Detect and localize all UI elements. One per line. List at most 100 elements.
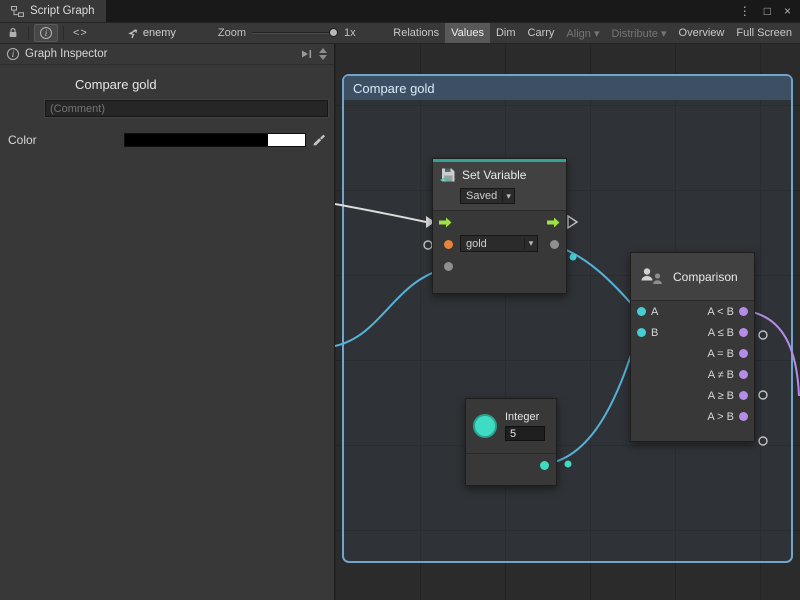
graph-name: enemy bbox=[142, 27, 176, 39]
value-input-port[interactable] bbox=[444, 262, 453, 271]
chevron-down-icon: ▾ bbox=[524, 238, 537, 249]
comparison-row: A ≠ B bbox=[631, 364, 754, 385]
tab-label: Script Graph bbox=[30, 5, 95, 17]
inspector-header-controls bbox=[300, 48, 327, 60]
toolbar-separator bbox=[63, 26, 64, 40]
window-controls: ⋮ □ × bbox=[739, 0, 800, 22]
integer-value: 5 bbox=[510, 427, 517, 440]
comparison-header[interactable]: Comparison bbox=[631, 253, 754, 301]
dock-panel-icon[interactable] bbox=[300, 49, 313, 59]
flow-arrow-icon bbox=[547, 217, 560, 228]
output-label: A = B bbox=[707, 347, 734, 360]
output-port-less-equal[interactable] bbox=[739, 328, 748, 337]
variable-name-value: gold bbox=[466, 237, 487, 250]
toggle-carry[interactable]: Carry bbox=[527, 27, 555, 39]
dropdown-distribute[interactable]: Distribute ▾ bbox=[611, 27, 667, 40]
code-view-button[interactable]: <> bbox=[73, 27, 88, 39]
integer-value-input[interactable]: 5 bbox=[505, 426, 545, 441]
info-icon: i bbox=[7, 48, 19, 60]
tab-script-graph[interactable]: Script Graph bbox=[0, 0, 106, 22]
color-alpha bbox=[268, 134, 305, 146]
variable-kind-dropdown[interactable]: Saved ▾ bbox=[460, 188, 515, 204]
zoom-slider-track bbox=[252, 32, 339, 34]
graph-title: Compare gold bbox=[75, 77, 157, 92]
node-title: Integer bbox=[505, 411, 540, 423]
flow-output-port[interactable] bbox=[547, 217, 560, 231]
flow-ports-row bbox=[433, 211, 566, 233]
eyedropper-button[interactable] bbox=[312, 133, 326, 147]
info-icon: i bbox=[40, 27, 52, 39]
spinner-up-icon[interactable] bbox=[319, 48, 327, 53]
breadcrumb-graph-asset[interactable]: enemy bbox=[119, 27, 184, 39]
comparison-icon bbox=[641, 267, 662, 284]
color-field-row: Color bbox=[0, 133, 334, 147]
output-port-equal[interactable] bbox=[739, 349, 748, 358]
toggle-dim[interactable]: Dim bbox=[495, 27, 516, 39]
comparison-row: A ≥ B bbox=[631, 385, 754, 406]
comparison-row: A > B bbox=[631, 406, 754, 427]
maximize-icon[interactable]: □ bbox=[763, 4, 771, 18]
zoom-slider[interactable] bbox=[252, 26, 339, 40]
variable-kind-value: Saved bbox=[466, 190, 498, 202]
input-port-b[interactable] bbox=[637, 328, 646, 337]
integer-output-port[interactable] bbox=[540, 461, 549, 470]
variable-name-port[interactable] bbox=[444, 240, 453, 249]
eyedropper-icon bbox=[313, 134, 325, 146]
variable-kind-row: Saved ▾ bbox=[433, 188, 566, 210]
color-swatch[interactable] bbox=[123, 133, 306, 147]
group-header[interactable]: Compare gold bbox=[344, 76, 791, 100]
save-variable-icon: <> bbox=[440, 168, 455, 183]
button-overview[interactable]: Overview bbox=[678, 27, 725, 39]
comparison-row: B A ≤ B bbox=[631, 322, 754, 343]
comparison-row: A A < B bbox=[631, 301, 754, 322]
output-port-greater[interactable] bbox=[739, 412, 748, 421]
window-menu-icon[interactable]: ⋮ bbox=[738, 4, 751, 18]
integer-output-row bbox=[466, 454, 556, 476]
toggle-relations[interactable]: Relations bbox=[393, 27, 440, 39]
output-port-not-equal[interactable] bbox=[739, 370, 748, 379]
zoom-label: Zoom bbox=[217, 27, 247, 39]
node-title: Set Variable bbox=[462, 168, 527, 182]
close-icon[interactable]: × bbox=[783, 4, 791, 18]
variable-name-dropdown[interactable]: gold ▾ bbox=[460, 235, 538, 252]
output-port-greater-equal[interactable] bbox=[739, 391, 748, 400]
node-integer[interactable]: Integer 5 bbox=[465, 398, 557, 486]
inspector-toggle-button[interactable]: i bbox=[34, 24, 58, 42]
window-titlebar: Script Graph ⋮ □ × bbox=[0, 0, 800, 22]
lock-button[interactable] bbox=[3, 24, 23, 42]
input-port-a[interactable] bbox=[637, 307, 646, 316]
toggle-values[interactable]: Values bbox=[445, 23, 490, 43]
variable-output-port[interactable] bbox=[550, 240, 559, 249]
graph-inspector-title: Graph Inspector bbox=[25, 48, 108, 60]
graph-canvas[interactable]: Compare gold bbox=[335, 44, 800, 600]
output-port-less[interactable] bbox=[739, 307, 748, 316]
chevron-down-icon: ▾ bbox=[502, 190, 514, 202]
zoom-slider-handle[interactable] bbox=[329, 28, 339, 37]
node-comparison[interactable]: Comparison A A < B B A ≤ B A = B A ≠ B bbox=[630, 252, 755, 442]
flow-arrow-icon bbox=[439, 217, 452, 228]
graph-inspector-panel: i Graph Inspector Compare gold Color bbox=[0, 44, 335, 600]
output-label: A > B bbox=[707, 410, 734, 423]
toolbar-toggle-group: Relations Values Dim Carry Align ▾ Distr… bbox=[387, 23, 800, 43]
graph-toolbar: i <> enemy Zoom 1x Relations Values Dim … bbox=[0, 22, 800, 44]
button-full-screen[interactable]: Full Screen bbox=[736, 27, 792, 39]
panel-spinner[interactable] bbox=[319, 48, 327, 60]
set-variable-header[interactable]: <> Set Variable bbox=[433, 162, 566, 188]
dropdown-align[interactable]: Align ▾ bbox=[566, 27, 600, 40]
flow-input-port[interactable] bbox=[439, 217, 452, 231]
node-accent-strip bbox=[433, 159, 566, 162]
node-title: Comparison bbox=[673, 269, 738, 284]
script-graph-icon bbox=[11, 5, 24, 17]
integer-node-body: Integer 5 bbox=[466, 399, 556, 453]
node-set-variable[interactable]: <> Set Variable Saved ▾ bbox=[432, 158, 567, 294]
input-label: A bbox=[651, 305, 659, 318]
spinner-down-icon[interactable] bbox=[319, 55, 327, 60]
node-divider bbox=[433, 210, 566, 211]
color-label: Color bbox=[8, 133, 37, 147]
value-input-row bbox=[433, 255, 566, 277]
zoom-value: 1x bbox=[344, 27, 356, 39]
node-divider bbox=[466, 453, 556, 454]
comment-input[interactable] bbox=[44, 99, 329, 118]
graph-asset-icon bbox=[128, 28, 137, 38]
